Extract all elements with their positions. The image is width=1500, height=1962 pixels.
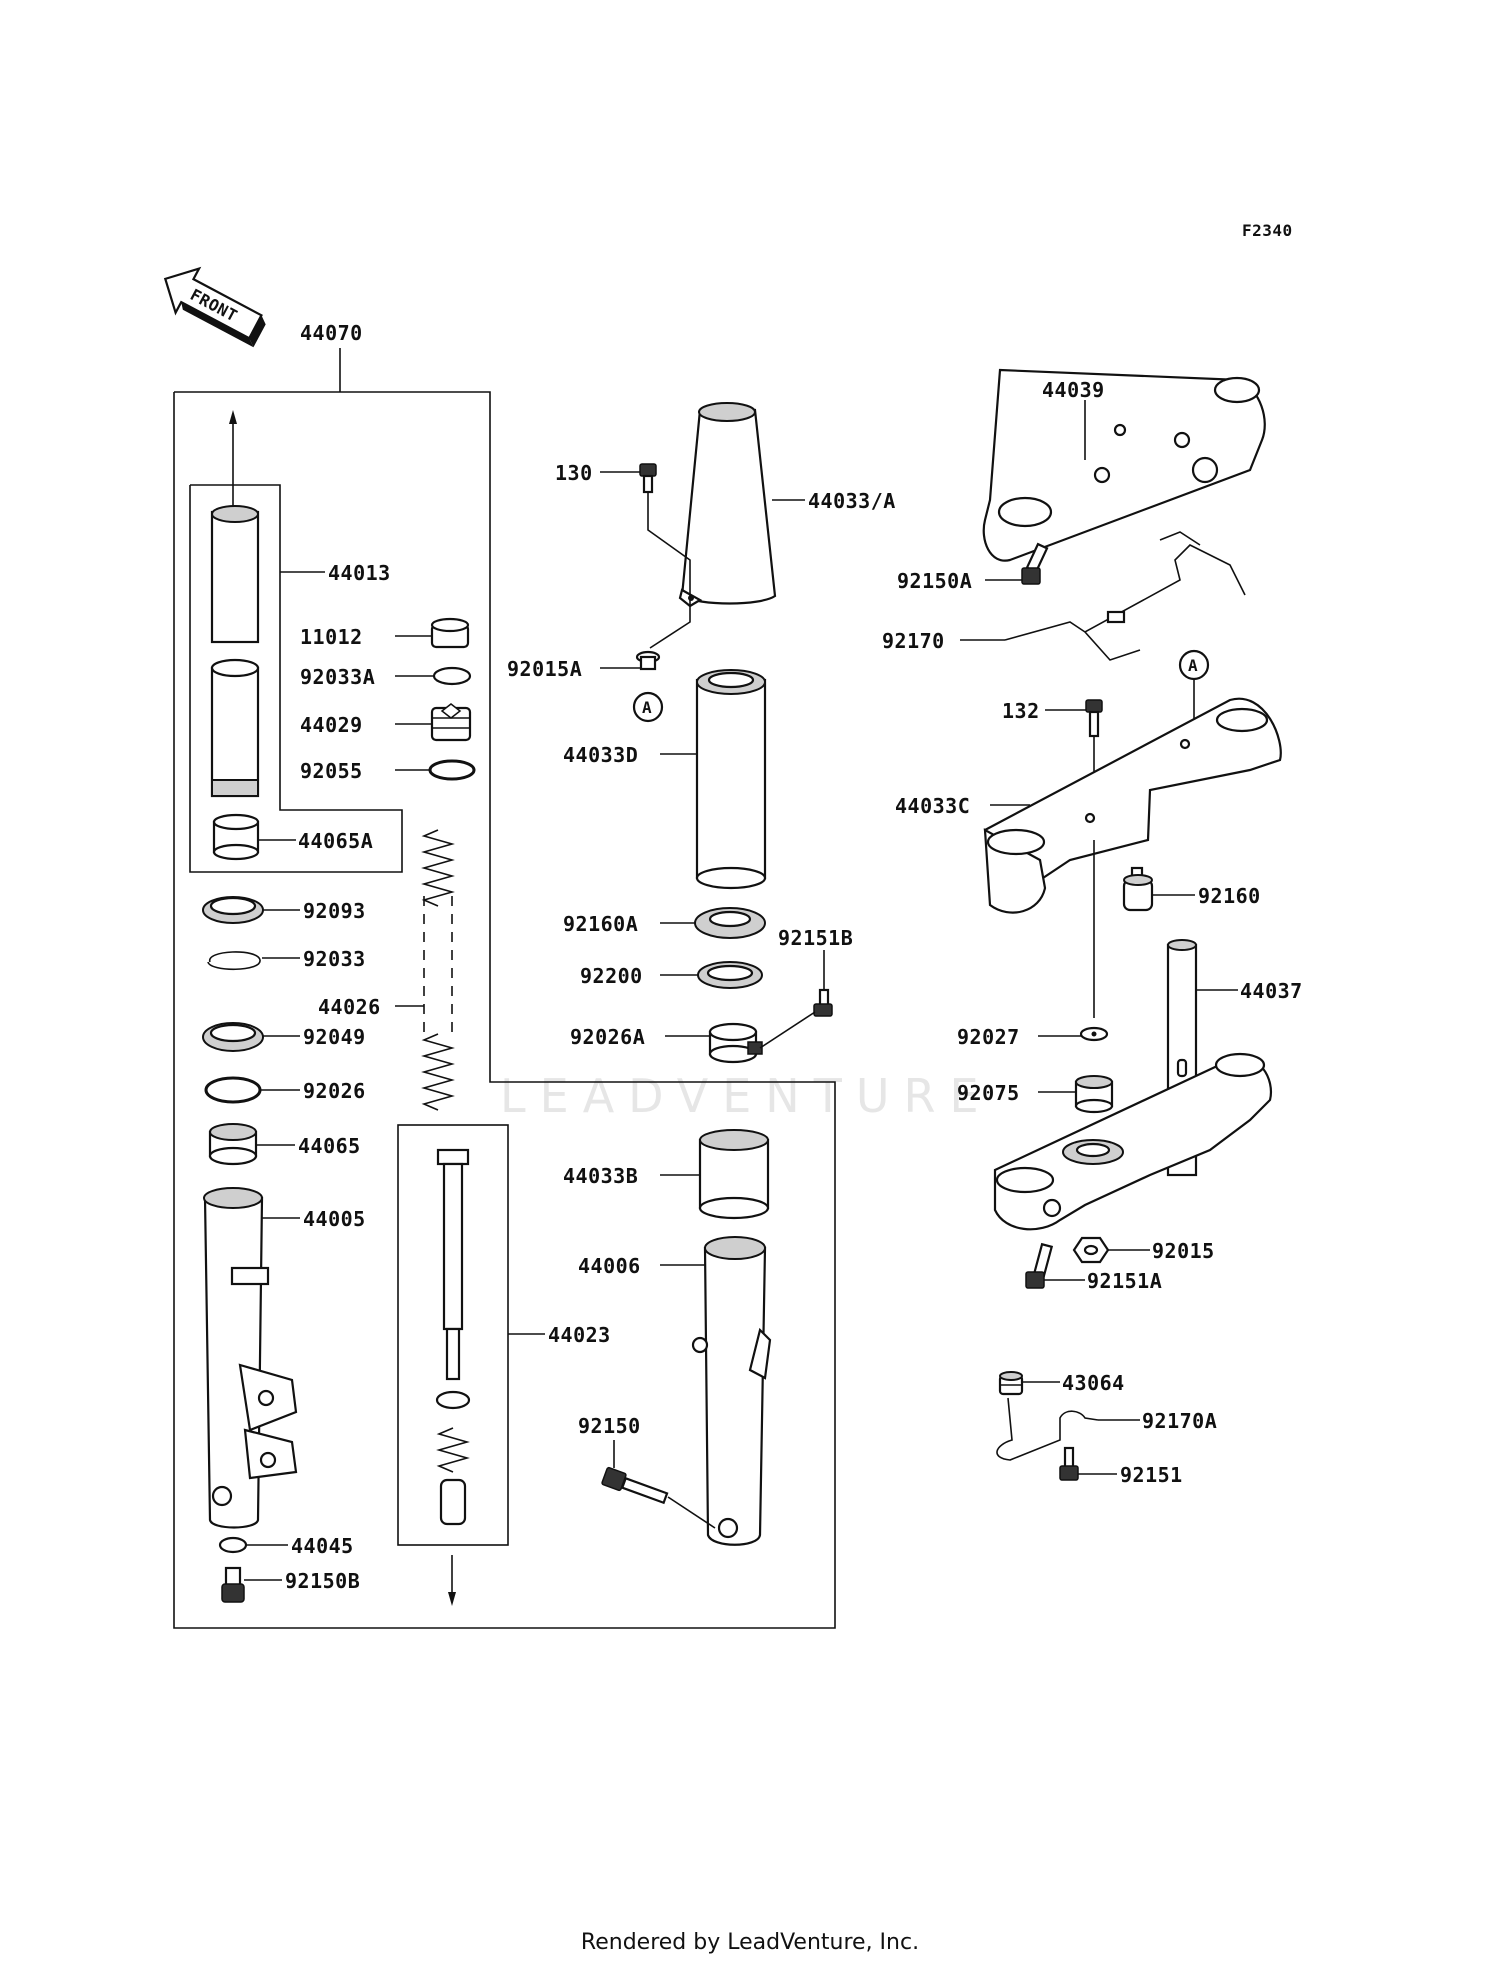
seal-92049 <box>202 1022 264 1052</box>
fork-cover-44033A <box>678 402 777 608</box>
label-92075: 92075 <box>957 1081 1020 1105</box>
bushing-44065A <box>212 813 260 861</box>
o-ring-92055 <box>428 759 476 781</box>
cover-bracket-44033C <box>983 697 1282 914</box>
screw-92151B <box>813 988 833 1017</box>
label-92015A: 92015A <box>507 657 582 681</box>
damper-rod-44023 <box>435 1148 471 1526</box>
footer-text: Rendered by LeadVenture, Inc. <box>580 1930 920 1955</box>
label-92027: 92027 <box>957 1025 1020 1049</box>
label-92026A: 92026A <box>570 1025 645 1049</box>
watermark: LEADVENTURE <box>500 1069 993 1123</box>
screw-132 <box>1085 699 1103 738</box>
label-44039: 44039 <box>1042 378 1105 402</box>
bolt-92150 <box>601 1466 669 1505</box>
washer-92160A <box>694 907 766 939</box>
seal-92093 <box>202 896 264 924</box>
label-44005: 44005 <box>303 1207 366 1231</box>
grommet-43064 <box>998 1371 1024 1396</box>
clamp-92170 <box>1004 531 1246 661</box>
label-44065: 44065 <box>298 1134 361 1158</box>
washer-44045 <box>218 1536 248 1554</box>
label-43064: 43064 <box>1062 1371 1125 1395</box>
nut-92015 <box>1072 1236 1110 1264</box>
figure-code: F2340 <box>1242 221 1293 240</box>
callout-a-marker-right <box>1178 649 1210 681</box>
label-92150A: 92150A <box>897 569 972 593</box>
screw-92151 <box>1059 1446 1079 1481</box>
bolt-92150B <box>221 1566 245 1603</box>
clamp-92170A <box>996 1397 1099 1461</box>
label-92026: 92026 <box>303 1079 366 1103</box>
label-92151: 92151 <box>1120 1463 1183 1487</box>
label-92151B: 92151B <box>778 926 853 950</box>
bolt-92151A <box>1025 1242 1054 1289</box>
label-44006: 44006 <box>578 1254 641 1278</box>
bushing-44065 <box>208 1123 258 1166</box>
bushing-92075 <box>1074 1075 1114 1114</box>
fork-tube-cover-44033D <box>695 669 767 890</box>
label-92170: 92170 <box>882 629 945 653</box>
label-92200: 92200 <box>580 964 643 988</box>
label-44033D: 44033D <box>563 743 638 767</box>
label-92150B: 92150B <box>285 1569 360 1593</box>
steering-stem-44037 <box>993 939 1273 1231</box>
grommet-92027 <box>1079 1026 1109 1042</box>
clamp-92026A <box>708 1022 763 1064</box>
adjuster-44029 <box>430 703 472 742</box>
callout-a-text-center: A <box>642 698 652 717</box>
label-130: 130 <box>555 461 593 485</box>
label-44033B: 44033B <box>563 1164 638 1188</box>
clip-92033 <box>207 951 261 971</box>
label-92150: 92150 <box>578 1414 641 1438</box>
ring-92200 <box>697 961 763 989</box>
label-44026: 44026 <box>318 995 381 1019</box>
cap-11012 <box>430 617 470 649</box>
label-11012: 11012 <box>300 625 363 649</box>
label-92033: 92033 <box>303 947 366 971</box>
label-44037: 44037 <box>1240 979 1303 1003</box>
label-44013: 44013 <box>328 561 391 585</box>
label-44033C: 44033C <box>895 794 970 818</box>
screw-130 <box>639 463 657 494</box>
bolt-92150A <box>1021 542 1049 585</box>
callout-a-text-right: A <box>1188 656 1198 675</box>
label-92033A: 92033A <box>300 665 375 689</box>
label-92151A: 92151A <box>1087 1269 1162 1293</box>
grommet-92015A <box>635 650 661 671</box>
spring-44026 <box>421 829 455 1111</box>
outer-tube-44005 <box>203 1187 298 1529</box>
label-92170A: 92170A <box>1142 1409 1217 1433</box>
label-92049: 92049 <box>303 1025 366 1049</box>
assembly-frame-44070 <box>173 391 836 1629</box>
label-92015: 92015 <box>1152 1239 1215 1263</box>
label-92160: 92160 <box>1198 884 1261 908</box>
inner-tube-44013 <box>210 505 260 798</box>
cover-44033B <box>698 1129 770 1220</box>
label-44070: 44070 <box>300 321 363 345</box>
callout-a-marker-center <box>632 691 664 723</box>
label-132: 132 <box>1002 699 1040 723</box>
label-92093: 92093 <box>303 899 366 923</box>
outer-tube-44006 <box>691 1236 772 1546</box>
damper-92160 <box>1122 866 1154 912</box>
washer-92026 <box>204 1076 262 1104</box>
front-arrow-icon: FRONT <box>163 266 266 348</box>
upper-bracket-44039 <box>982 368 1266 562</box>
label-44045: 44045 <box>291 1534 354 1558</box>
label-44023: 44023 <box>548 1323 611 1347</box>
label-92055: 92055 <box>300 759 363 783</box>
label-92160A: 92160A <box>563 912 638 936</box>
label-44065A: 44065A <box>298 829 373 853</box>
label-44029: 44029 <box>300 713 363 737</box>
label-44033A: 44033/A <box>808 489 896 513</box>
ring-92033A <box>432 666 472 686</box>
